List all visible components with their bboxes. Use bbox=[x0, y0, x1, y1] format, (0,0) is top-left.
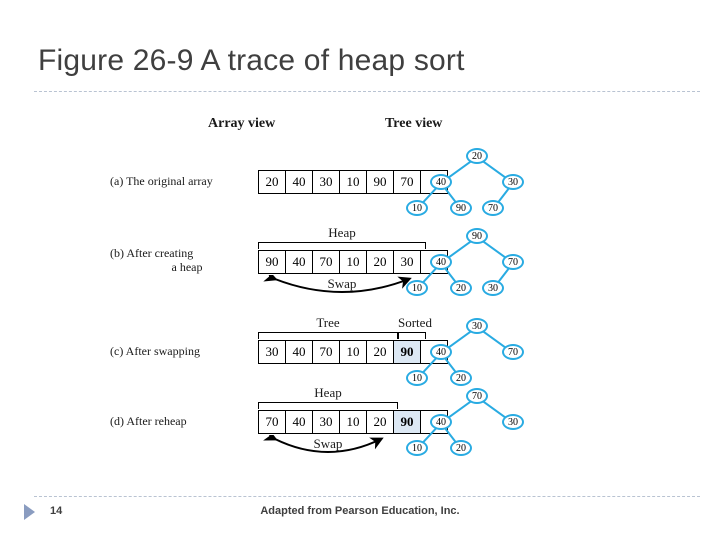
tree-node: 40 bbox=[430, 174, 452, 190]
figure-heap-sort-trace: Array view Tree view (a) The original ar… bbox=[110, 112, 630, 472]
tree-node: 30 bbox=[502, 414, 524, 430]
array-cell: 40 bbox=[285, 170, 313, 194]
array-cell: 20 bbox=[366, 340, 394, 364]
tree-node: 40 bbox=[430, 344, 452, 360]
footer-divider bbox=[34, 496, 700, 497]
bracket-tree bbox=[258, 332, 398, 339]
tree-node: 20 bbox=[450, 280, 472, 296]
footer-credit: Adapted from Pearson Education, Inc. bbox=[260, 505, 460, 517]
swap-label: Swap bbox=[327, 276, 357, 291]
tree-node: 10 bbox=[406, 370, 428, 386]
page-number: 14 bbox=[50, 505, 63, 517]
bracket-label-heap: Heap bbox=[314, 385, 342, 400]
tree-node: 30 bbox=[502, 174, 524, 190]
array-cell: 40 bbox=[285, 250, 313, 274]
row-label-d: (d) After reheap bbox=[110, 414, 250, 428]
page-title: Figure 26-9 A trace of heap sort bbox=[38, 44, 465, 77]
tree-b: 90 40 70 10 20 30 bbox=[392, 228, 542, 298]
tree-node: 20 bbox=[466, 148, 488, 164]
tree-node: 20 bbox=[450, 440, 472, 456]
tree-d: 70 40 30 10 20 bbox=[392, 388, 542, 458]
tree-node: 10 bbox=[406, 280, 428, 296]
row-label-c: (c) After swapping bbox=[110, 344, 250, 358]
tree-a: 20 40 30 10 90 70 bbox=[392, 148, 542, 218]
bracket-label-tree: Tree bbox=[316, 315, 340, 330]
bracket-sorted bbox=[398, 332, 426, 339]
array-cell: 90 bbox=[393, 410, 421, 434]
array-cell: 30 bbox=[312, 410, 340, 434]
row-label-line2: a heap bbox=[171, 260, 203, 274]
tree-c: 30 40 70 10 20 bbox=[392, 318, 542, 388]
bracket-heap bbox=[258, 242, 426, 249]
array-cell: 20 bbox=[366, 410, 394, 434]
array-cell: 10 bbox=[339, 340, 367, 364]
tree-node: 40 bbox=[430, 254, 452, 270]
array-cell: 10 bbox=[339, 410, 367, 434]
array-cell: 90 bbox=[366, 170, 394, 194]
row-label-line1: (c) After swapping bbox=[110, 344, 200, 358]
tree-node: 70 bbox=[502, 344, 524, 360]
tree-node: 70 bbox=[466, 388, 488, 404]
tree-node: 40 bbox=[430, 414, 452, 430]
array-cell: 30 bbox=[258, 340, 286, 364]
column-header-array-view: Array view bbox=[208, 116, 276, 131]
array-cell: 40 bbox=[285, 340, 313, 364]
swap-label: Swap bbox=[313, 436, 343, 451]
column-header-tree-view: Tree view bbox=[385, 116, 443, 131]
tree-node: 90 bbox=[466, 228, 488, 244]
array-cell: 70 bbox=[312, 250, 340, 274]
tree-node: 90 bbox=[450, 200, 472, 216]
row-label-line1: (b) After creating bbox=[110, 246, 194, 260]
tree-node: 20 bbox=[450, 370, 472, 386]
tree-node: 10 bbox=[406, 440, 428, 456]
tree-node: 30 bbox=[466, 318, 488, 334]
swap-arrow-icon bbox=[263, 275, 412, 293]
array-cell: 20 bbox=[366, 250, 394, 274]
array-cell: 30 bbox=[393, 250, 421, 274]
row-label-a: (a) The original array bbox=[110, 174, 250, 188]
tree-node: 70 bbox=[502, 254, 524, 270]
array-cell: 90 bbox=[258, 250, 286, 274]
array-cell: 40 bbox=[285, 410, 313, 434]
play-triangle-icon bbox=[24, 504, 35, 520]
title-divider bbox=[34, 91, 700, 92]
array-cell: 70 bbox=[258, 410, 286, 434]
bracket-heap bbox=[258, 402, 398, 409]
row-label-line1: (d) After reheap bbox=[110, 414, 187, 428]
swap-arrow-icon bbox=[263, 435, 384, 453]
array-cell: 10 bbox=[339, 170, 367, 194]
tree-node: 70 bbox=[482, 200, 504, 216]
bracket-label-sorted: Sorted bbox=[398, 315, 432, 330]
bracket-label-heap: Heap bbox=[328, 225, 356, 240]
array-cell: 20 bbox=[258, 170, 286, 194]
row-label-line1: (a) The original array bbox=[110, 174, 213, 188]
tree-node: 10 bbox=[406, 200, 428, 216]
array-cell: 10 bbox=[339, 250, 367, 274]
tree-node: 30 bbox=[482, 280, 504, 296]
array-cell: 70 bbox=[312, 340, 340, 364]
array-cell: 30 bbox=[312, 170, 340, 194]
